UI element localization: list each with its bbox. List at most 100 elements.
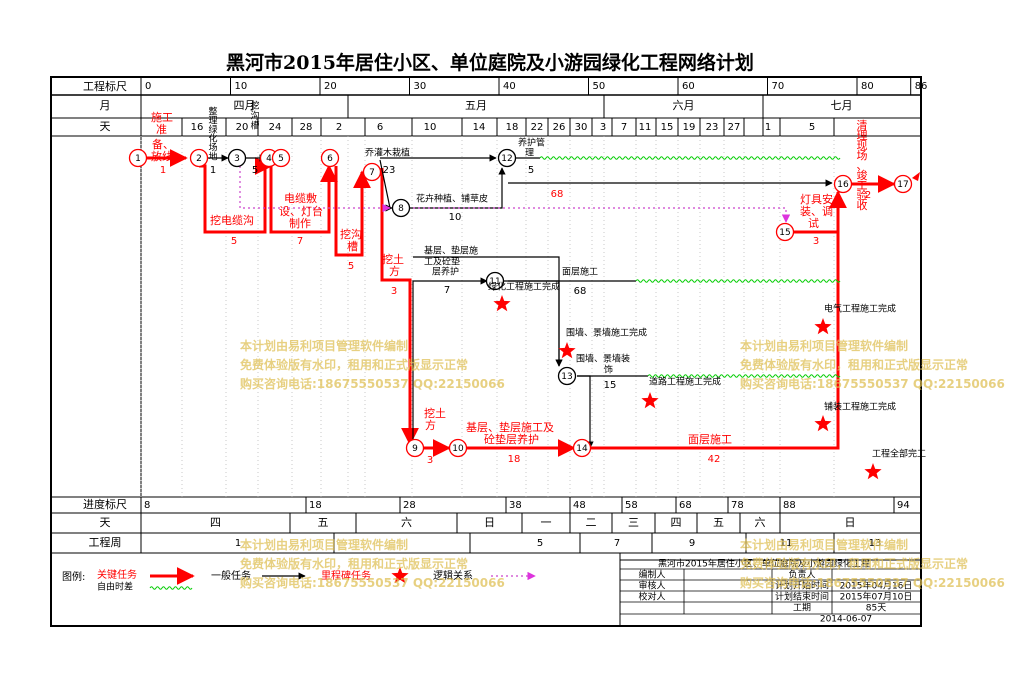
watermark-line: 免费体验版有水印，租用和正式版显示正常 bbox=[240, 557, 469, 571]
progress-tick-label: 68 bbox=[679, 500, 692, 511]
ruler-tick-label: 30 bbox=[414, 81, 427, 92]
task-duration: 5 bbox=[528, 165, 534, 176]
milestone-star bbox=[558, 342, 576, 359]
task-duration: 10 bbox=[449, 212, 462, 223]
task-duration: 3 bbox=[391, 286, 397, 297]
label: 场 bbox=[208, 143, 217, 154]
node-number: 5 bbox=[278, 154, 284, 164]
node-number: 3 bbox=[234, 154, 240, 164]
weekday-cell: 六 bbox=[401, 516, 412, 529]
weekday-cell: 四 bbox=[210, 516, 221, 529]
info-row-label: 计划结束时间 bbox=[775, 591, 829, 603]
weekday-cell: 三 bbox=[628, 516, 639, 529]
task-duration: 42 bbox=[708, 454, 721, 465]
month-cell: 六月 bbox=[673, 99, 695, 112]
node-number: 9 bbox=[412, 444, 418, 454]
day-cell: 20 bbox=[236, 122, 249, 133]
node-circle bbox=[189, 148, 209, 168]
watermark-block: 本计划由易利项目管理软件编制 免费体验版有水印，租用和正式版显示正常 购买咨询电… bbox=[240, 337, 505, 394]
ruler-tick-label: 86 bbox=[915, 81, 928, 92]
node-circle bbox=[833, 174, 853, 194]
node-circle bbox=[271, 148, 291, 168]
legend-milestone-label: 里程碑任务 bbox=[321, 569, 371, 582]
ruler-tick-label: 70 bbox=[772, 81, 785, 92]
watermark-line: 本计划由易利项目管理软件编制 bbox=[240, 339, 409, 353]
day-cell: 11 bbox=[639, 122, 652, 133]
milestone-star bbox=[864, 463, 882, 480]
task-name: 装、调 bbox=[800, 205, 833, 218]
node-circle bbox=[572, 438, 592, 458]
node-circle bbox=[497, 148, 517, 168]
info-row-label: 计划开始时间 bbox=[775, 580, 829, 592]
day-cell: 7 bbox=[621, 122, 627, 133]
info-row-label: 审核人 bbox=[638, 580, 665, 592]
node-number: 10 bbox=[452, 444, 464, 454]
day-cell: 10 bbox=[424, 122, 437, 133]
day-cell: 1 bbox=[765, 122, 771, 133]
task-name: 面层施工 bbox=[688, 433, 732, 446]
watermark-block: 本计划由易利项目管理软件编制 免费体验版有水印，租用和正式版显示正常 购买咨询电… bbox=[740, 337, 1005, 394]
task-name: 面层施工 bbox=[562, 266, 598, 278]
task-name: 放线 bbox=[151, 149, 173, 163]
legend-milestone-star bbox=[391, 567, 409, 584]
weekday-cell: 二 bbox=[586, 516, 597, 529]
node-number: 4 bbox=[266, 154, 272, 164]
label: 工 bbox=[857, 179, 868, 192]
watermark-line: 本计划由易利项目管理软件编制 bbox=[740, 538, 909, 552]
task-name: 理 bbox=[525, 148, 534, 159]
node-circle bbox=[557, 366, 577, 386]
node-circle bbox=[775, 222, 795, 242]
node-number: 14 bbox=[576, 444, 588, 454]
progress-tick-label: 18 bbox=[309, 500, 322, 511]
day-cell: 14 bbox=[473, 122, 486, 133]
weekday-cell: 五 bbox=[318, 516, 329, 529]
node-number: 16 bbox=[837, 180, 849, 190]
task-name: 设、灯台 bbox=[279, 204, 323, 218]
task-edge-critical bbox=[334, 166, 371, 257]
day-cell: 26 bbox=[553, 122, 566, 133]
node-circle bbox=[320, 148, 340, 168]
month-cell: 五月 bbox=[465, 99, 487, 112]
label: 化 bbox=[208, 133, 217, 145]
progress-tick-label: 78 bbox=[731, 500, 744, 511]
node-circle bbox=[227, 148, 247, 168]
progress-tick-label: 28 bbox=[403, 500, 416, 511]
label: 理 bbox=[208, 116, 217, 127]
task-duration: 18 bbox=[508, 454, 521, 465]
info-row-value: 2015年07月10日 bbox=[840, 591, 913, 603]
task-name: 围墙、景墙装 bbox=[576, 353, 630, 365]
day-cell: 6 bbox=[377, 122, 383, 133]
label: 、 bbox=[857, 159, 868, 172]
watermark-line: 购买咨询电话:18675550537 QQ:22150066 bbox=[740, 576, 1005, 590]
milestone-label: 道路工程施工完成 bbox=[649, 376, 721, 388]
legend-critical-label: 关键任务 bbox=[97, 568, 137, 581]
node-number: 11 bbox=[489, 277, 500, 287]
label: 现 bbox=[857, 139, 868, 152]
task-duration: 5 bbox=[348, 261, 354, 272]
node-number: 6 bbox=[327, 154, 333, 164]
task-name: 挖电缆沟 bbox=[210, 213, 254, 227]
task-name: 制作 bbox=[289, 217, 311, 230]
task-name: 准 bbox=[156, 123, 167, 136]
legend-logic-label: 逻辑关系 bbox=[433, 569, 473, 582]
milestone-label: 铺装工程施工完成 bbox=[824, 401, 896, 413]
node-number: 12 bbox=[501, 154, 512, 164]
task-name: 施工 bbox=[151, 111, 173, 124]
month-cell: 四月 bbox=[234, 99, 256, 112]
progress-label: 进度标尺 bbox=[83, 497, 127, 511]
label: 沟 bbox=[250, 110, 259, 122]
month-cell: 七月 bbox=[831, 99, 853, 112]
task-name: 层养护 bbox=[432, 266, 459, 278]
ruler-tick-label: 50 bbox=[593, 81, 606, 92]
task-name: 槽 bbox=[347, 240, 358, 253]
watermark-line: 购买咨询电话:18675550537 QQ:22150066 bbox=[740, 377, 1005, 391]
task-name: 养护管 bbox=[518, 137, 545, 149]
task-edge-critical bbox=[380, 168, 419, 446]
week-cell: 9 bbox=[689, 538, 695, 549]
week-cell: 11 bbox=[780, 538, 793, 549]
watermark-line: 本计划由易利项目管理软件编制 bbox=[240, 538, 409, 552]
node-number: 2 bbox=[196, 154, 202, 164]
progress-tick-label: 38 bbox=[509, 500, 522, 511]
page-title: 黑河市2015年居住小区、单位庭院及小游园绿化工程网络计划 bbox=[226, 52, 754, 74]
